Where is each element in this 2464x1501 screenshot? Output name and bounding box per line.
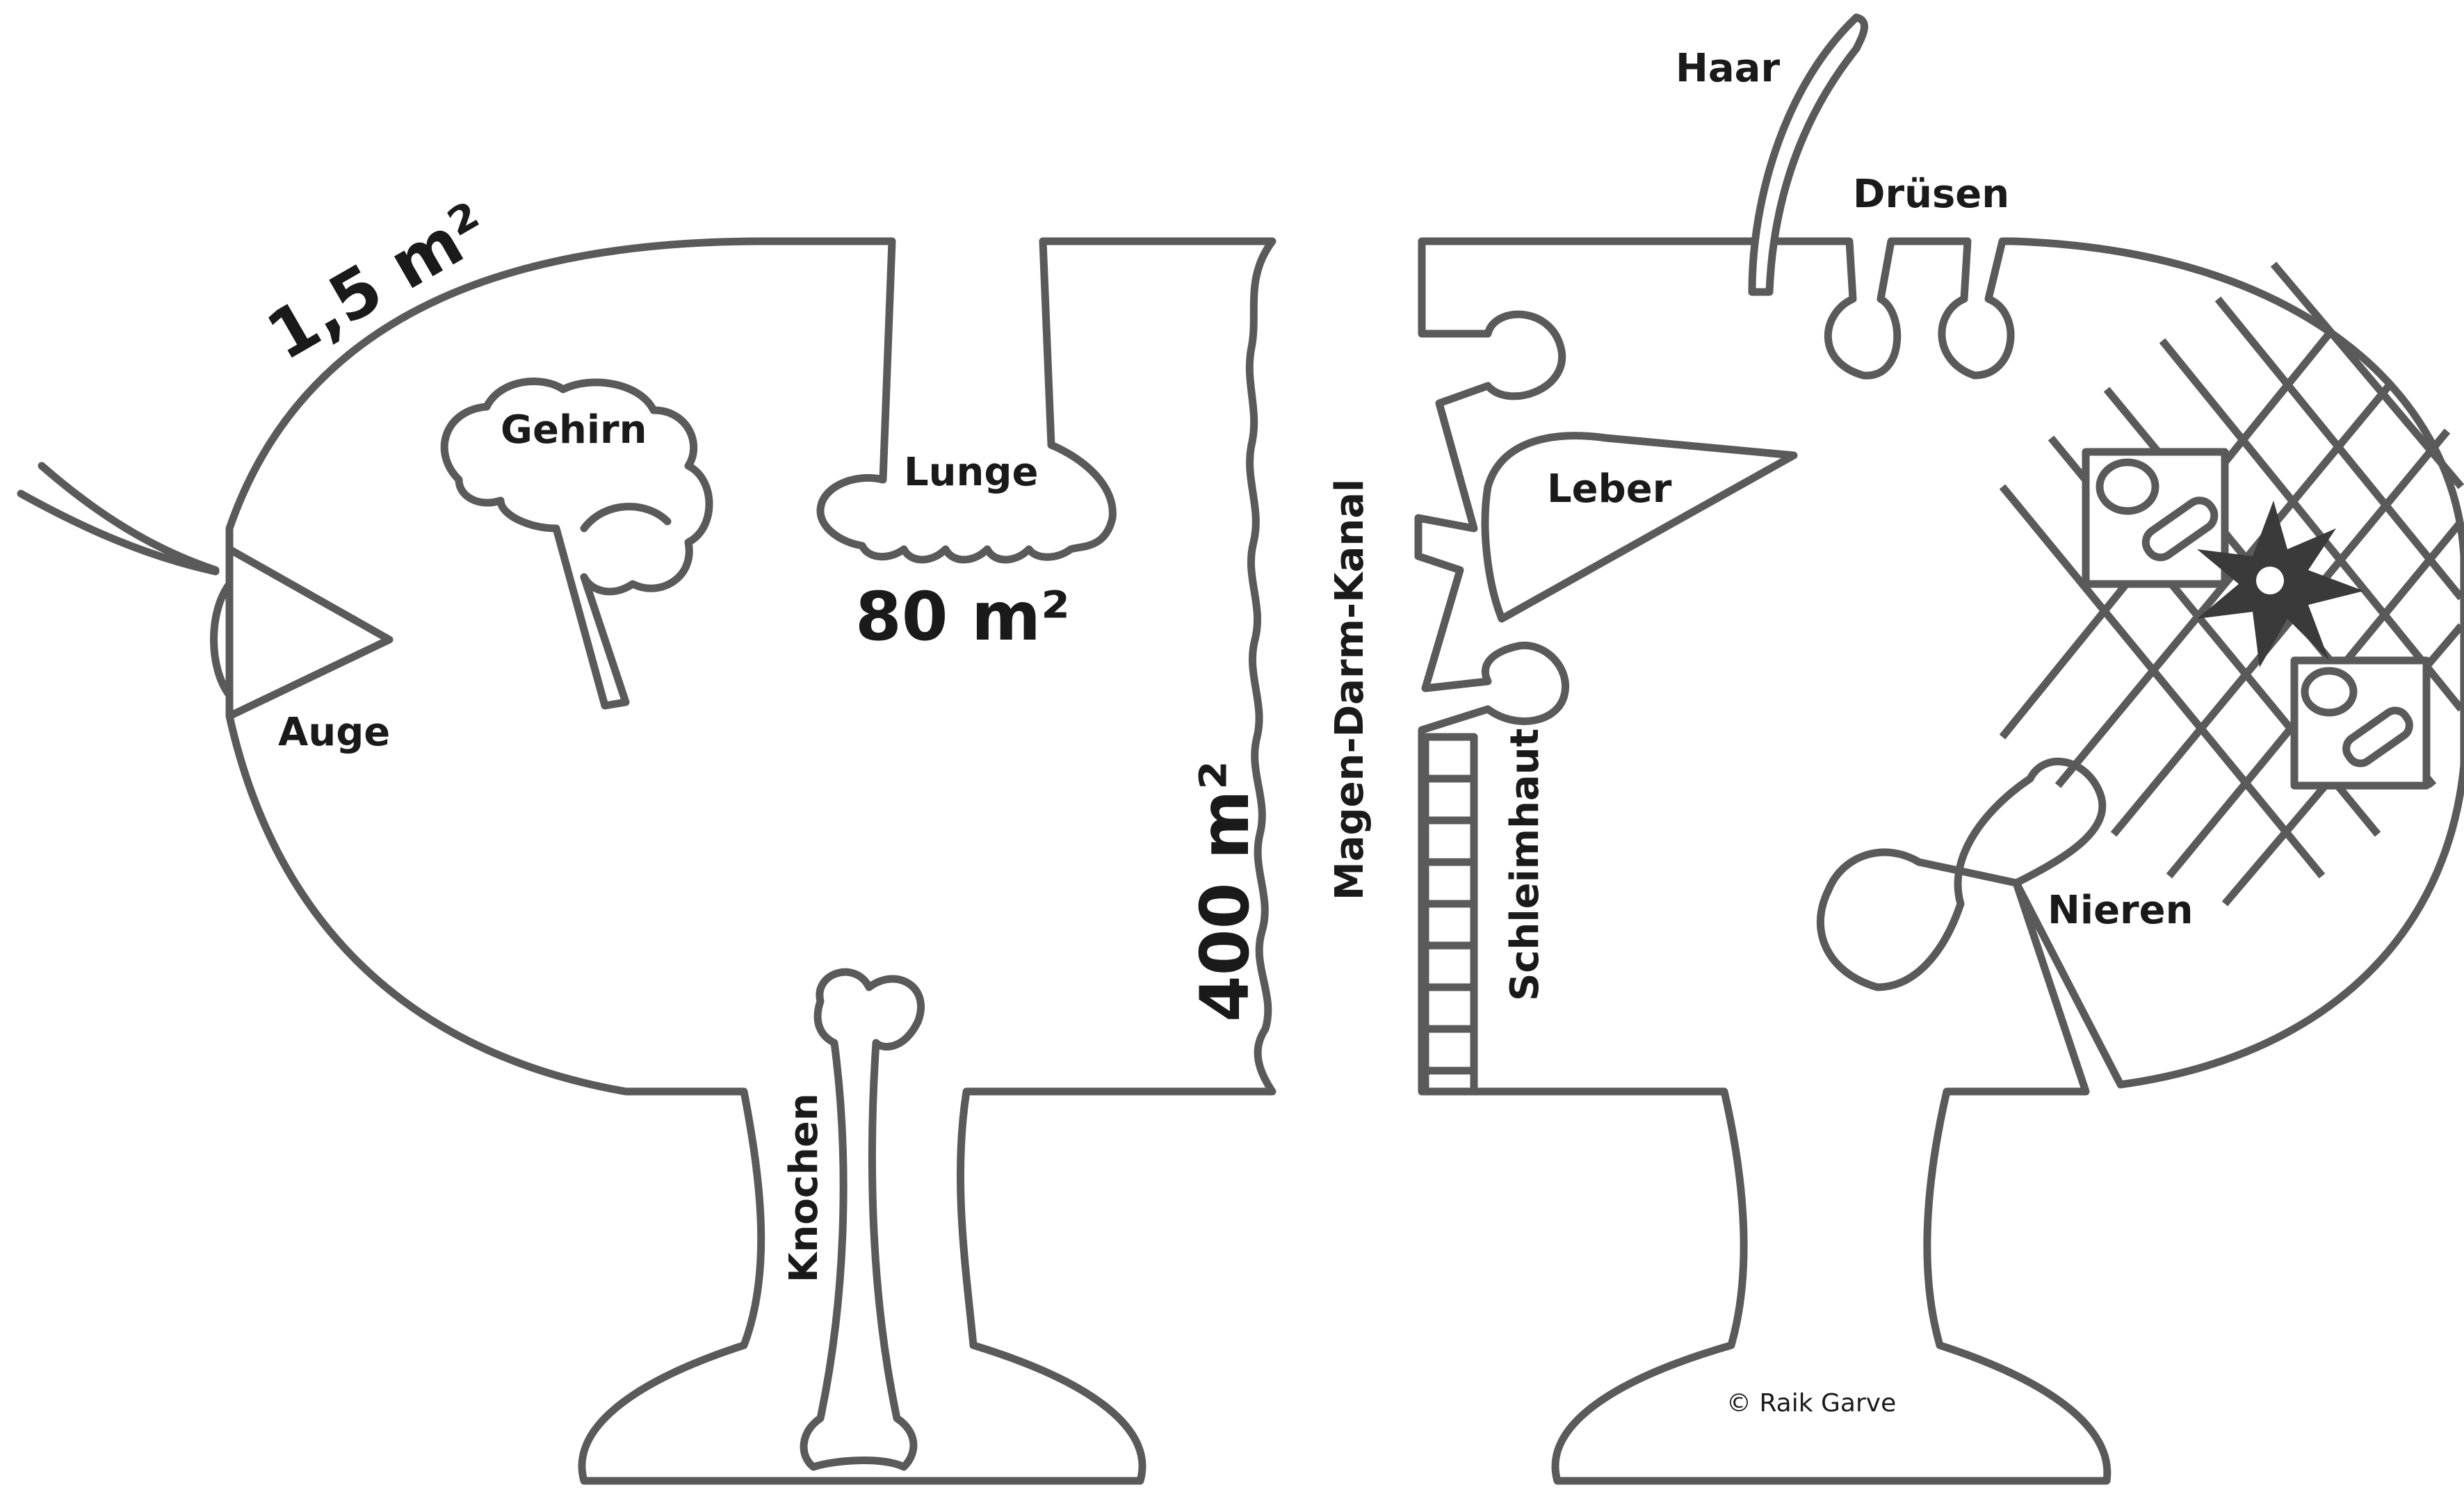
nucleus-icon [2305,671,2353,713]
gut-label: Magen-Darm-Kanal [1327,479,1372,900]
left-body-figure: 1,5 m² Auge Gehirn Lunge 80 m² 400 m² Kn… [21,188,1272,1481]
gut-area-label: 400 m² [1186,761,1264,1022]
copyright-label: © Raik Garve [1726,1389,1896,1418]
kidneys-label: Nieren [2048,888,2194,933]
liver-icon [1485,436,1794,619]
bone-label: Knochen [781,1093,827,1283]
right-body-figure: Haar Drüsen Leber Magen-Darm-Kanal Schle… [1327,17,2464,1481]
left-body-outline [229,241,1272,1481]
mucosa-label: Schleimhaut [1502,729,1548,1001]
eye-label: Auge [278,710,390,755]
fibroblast-nucleus-icon [2256,567,2284,594]
mucosa-cells [1425,737,1474,1092]
lung-label: Lunge [904,450,1038,495]
skin-area-label: 1,5 m² [254,188,501,375]
hair-label: Haar [1676,46,1780,91]
glands-label: Drüsen [1853,172,2009,217]
brain-label: Gehirn [501,407,647,453]
liver-label: Leber [1547,466,1672,512]
eye-shape [229,549,389,716]
connective-tissue-grid [2002,264,2461,904]
lung-area-label: 80 m² [855,578,1070,656]
nucleus-icon [2100,462,2155,511]
